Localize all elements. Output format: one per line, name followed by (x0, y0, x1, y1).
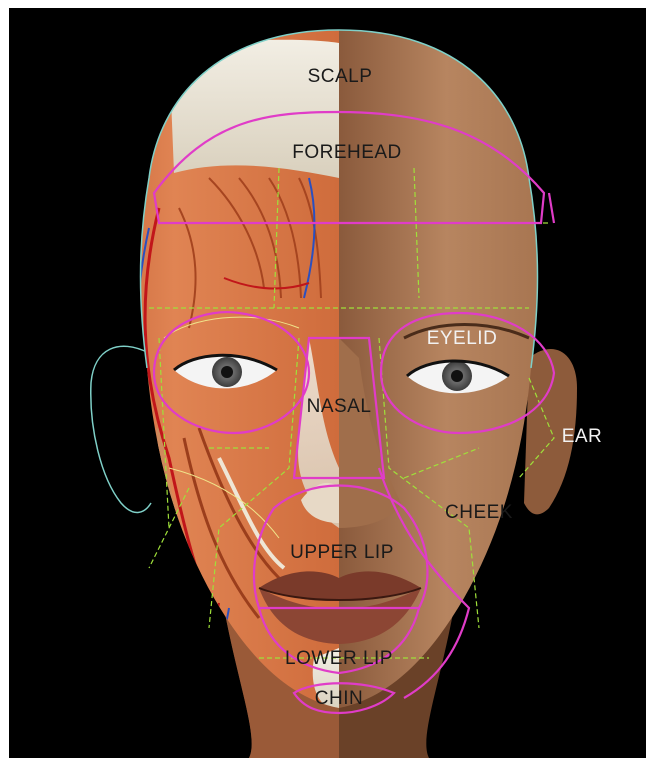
label-scalp: SCALP (308, 66, 373, 88)
label-chin: CHIN (315, 688, 363, 710)
label-upper-lip: UPPER LIP (290, 542, 394, 564)
diagram-frame: SCALP FOREHEAD EYELID NASAL EAR CHEEK UP… (9, 8, 646, 758)
label-cheek: CHEEK (445, 502, 513, 524)
label-nasal: NASAL (307, 396, 372, 418)
label-forehead: FOREHEAD (292, 142, 402, 164)
label-ear: EAR (562, 426, 603, 448)
face-illustration (9, 8, 646, 758)
left-ear-outline (91, 346, 151, 512)
label-lower-lip: LOWER LIP (285, 648, 393, 670)
label-eyelid: EYELID (427, 328, 498, 350)
